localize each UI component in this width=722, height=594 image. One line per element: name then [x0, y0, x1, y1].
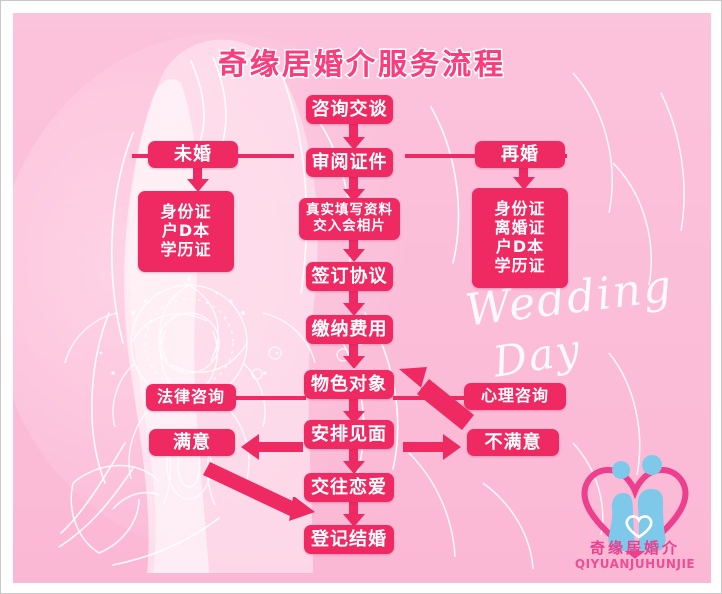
doc2-line-divorce: 离婚证	[494, 218, 546, 238]
flow-box-fillform[interactable]: 真实填写资料 交入会相片	[299, 198, 400, 240]
flow-box-consult-label: 咨询交谈	[311, 98, 388, 120]
connector-review-fillform	[349, 177, 358, 193]
connector-fillform-agreement	[349, 239, 358, 253]
connector-meeting-dating	[349, 449, 358, 465]
connector-remarried-docs	[519, 168, 528, 180]
connector-dating-register	[349, 502, 358, 518]
poster-canvas: Y Wedding Day 奇缘居婚介服务流程 奇缘居婚介服务流程	[13, 13, 711, 583]
arrow-consult-review	[342, 137, 365, 150]
doc-line-hukou: 户D本	[161, 221, 211, 241]
flow-box-fee[interactable]: 缴纳费用	[306, 315, 393, 344]
flow-box-register-label: 登记结婚	[311, 528, 387, 550]
flow-box-agreement[interactable]: 签订协议	[306, 262, 393, 291]
connector-match-meeting	[349, 399, 358, 415]
flow-box-review-label: 审阅证件	[311, 151, 388, 173]
flow-box-meeting[interactable]: 安排见面	[304, 420, 394, 449]
flow-box-dating-label: 交往恋爱	[311, 476, 387, 498]
connector-unmarried-docs	[193, 168, 202, 182]
doc2-line-id: 身份证	[494, 199, 546, 219]
flow-box-psych-consult[interactable]: 心理咨询	[464, 383, 566, 410]
connector-agreement-fee	[349, 291, 358, 307]
doc-line-id: 身份证	[160, 202, 212, 222]
flow-box-match[interactable]: 物色对象	[304, 370, 394, 399]
arrow-meeting-satisfied	[241, 434, 259, 460]
connector-consult-review	[349, 123, 358, 141]
flow-box-satisfied-label: 满意	[173, 431, 211, 453]
flow-box-psych-consult-label: 心理咨询	[480, 386, 549, 406]
small-heart-icon	[625, 515, 653, 539]
flow-box-fillform-line2: 交入会相片	[313, 218, 386, 234]
arrow-meeting-unsatisfied	[443, 434, 461, 460]
flow-box-fillform-line1: 真实填写资料	[306, 202, 393, 219]
flow-box-unsatisfied-label: 不满意	[484, 431, 542, 453]
connector-psych-to-match	[393, 396, 464, 400]
flow-box-unmarried-label: 未婚	[174, 143, 212, 165]
connector-meeting-unsatisfied	[403, 442, 443, 452]
logo-name-en: QIYUANJUHUNJIE	[574, 557, 696, 571]
flow-box-docs-remarried[interactable]: 身份证 离婚证 户D本 学历证	[472, 188, 568, 288]
arrow-dating-register	[342, 514, 365, 527]
logo-name-cn: 奇缘居婚介	[589, 539, 680, 557]
flow-box-remarried-label: 再婚	[501, 143, 539, 165]
flow-box-register[interactable]: 登记结婚	[304, 525, 394, 554]
arrow-meeting-dating	[342, 461, 365, 474]
connector-legal-to-match	[236, 396, 306, 400]
flow-box-docs-unmarried[interactable]: 身份证 户D本 学历证	[138, 191, 234, 272]
doc2-line-hukou: 户D本	[495, 237, 545, 256]
arrow-fee-match	[342, 356, 365, 369]
couple-silhouette-icon	[608, 455, 666, 551]
flow-box-legal-consult[interactable]: 法律咨询	[146, 384, 236, 411]
flow-box-consult[interactable]: 咨询交谈	[306, 95, 393, 124]
flow-box-remarried[interactable]: 再婚	[475, 141, 565, 168]
flow-box-review[interactable]: 审阅证件	[306, 148, 393, 177]
flow-box-fee-label: 缴纳费用	[311, 318, 388, 340]
arrow-remarried-docs	[512, 177, 535, 190]
flow-box-meeting-label: 安排见面	[311, 423, 387, 445]
flow-box-dating[interactable]: 交往恋爱	[304, 473, 394, 502]
flow-box-match-label: 物色对象	[311, 373, 387, 395]
doc2-line-diploma: 学历证	[494, 255, 546, 275]
page-title: 奇缘居婚介服务流程	[217, 47, 506, 81]
arrow-unmarried-docs	[186, 179, 209, 192]
arrow-fillform-agreement	[342, 249, 365, 262]
company-logo	[581, 455, 689, 559]
flow-box-agreement-label: 签订协议	[311, 265, 388, 287]
doc-line-diploma: 学历证	[160, 239, 212, 259]
flow-box-unmarried[interactable]: 未婚	[148, 141, 238, 168]
connector-fee-match	[349, 344, 358, 360]
connector-meeting-satisfied	[259, 442, 303, 452]
page-title-outline: 奇缘居婚介服务流程	[216, 46, 506, 83]
flow-box-satisfied[interactable]: 满意	[149, 429, 235, 456]
arrow-agreement-fee	[342, 303, 365, 316]
heart-icon	[581, 467, 689, 559]
flow-box-legal-consult-label: 法律咨询	[156, 387, 225, 407]
flow-box-unsatisfied[interactable]: 不满意	[467, 429, 559, 456]
